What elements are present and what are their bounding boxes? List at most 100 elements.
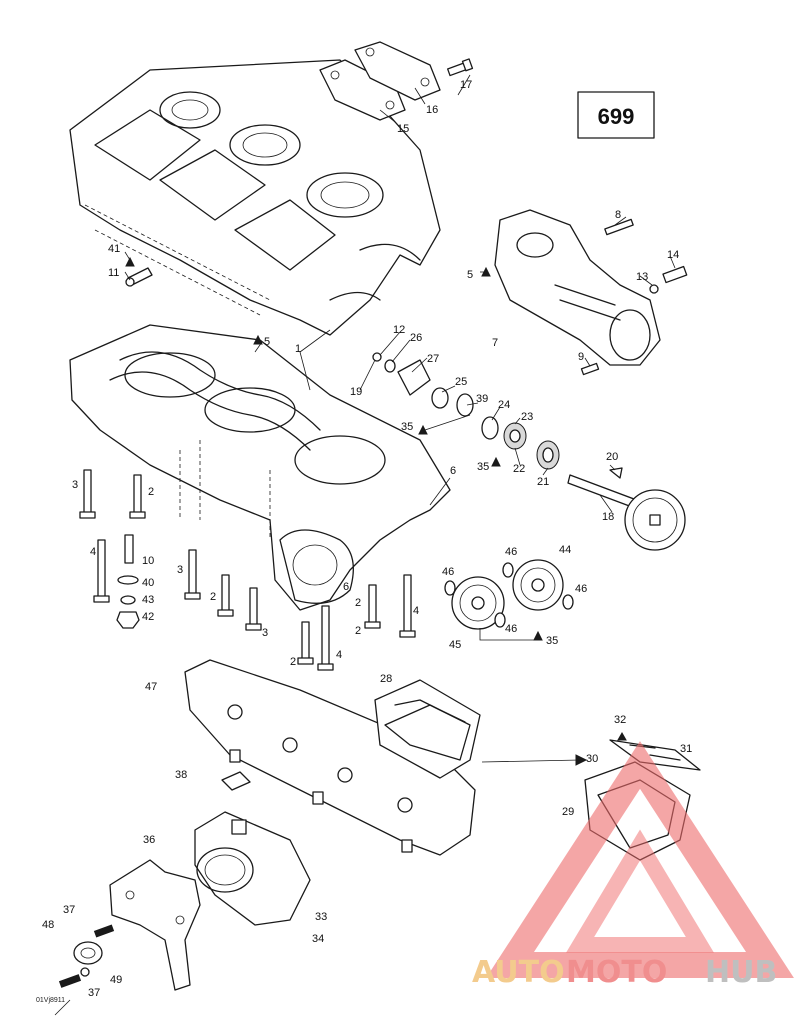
callout-27: 27	[427, 353, 439, 365]
callout-4c: 4	[413, 605, 419, 617]
gear-45	[451, 576, 505, 630]
dowel-9	[580, 362, 600, 376]
callout-13: 13	[636, 271, 648, 283]
callout-41: 41	[108, 243, 120, 255]
callout-20: 20	[606, 451, 618, 463]
watermark-text-hub: HUB	[705, 955, 777, 990]
callout-25: 25	[455, 376, 467, 388]
callout-2a: 2	[148, 486, 154, 498]
callout-48: 48	[42, 919, 54, 931]
page-number: 699	[598, 104, 635, 129]
crankcase-bolts	[79, 469, 416, 671]
callout-49: 49	[110, 974, 122, 986]
callout-38: 38	[175, 769, 187, 781]
callout-2d: 2	[355, 625, 361, 637]
callout-44: 44	[559, 544, 571, 556]
shaft-18	[567, 467, 686, 551]
reference-code: 01Vj8911	[36, 997, 65, 1004]
callout-6a: 6	[450, 465, 456, 477]
callout-34: 34	[312, 933, 324, 945]
callout-40: 40	[142, 577, 154, 589]
plug-35-gear	[533, 630, 543, 641]
callout-37a: 37	[63, 904, 75, 916]
callout-16: 16	[426, 104, 438, 116]
callout-3b: 3	[177, 564, 183, 576]
callout-35b: 35	[477, 461, 489, 473]
callout-28: 28	[380, 673, 392, 685]
callout-4a: 4	[90, 546, 96, 558]
callout-3a: 3	[72, 479, 78, 491]
callout-39: 39	[476, 393, 488, 405]
page-number-box: 699	[577, 91, 655, 139]
callout-21: 21	[537, 476, 549, 488]
reed-block-28	[374, 679, 481, 779]
callout-5b: 5	[467, 269, 473, 281]
watermark-text-auto: AUTO	[472, 955, 565, 990]
bolt-14	[662, 265, 688, 284]
callout-46b: 46	[505, 546, 517, 558]
callout-4b: 4	[336, 649, 342, 661]
intake-adapter-33	[194, 811, 311, 926]
callout-36: 36	[143, 834, 155, 846]
callout-2c: 2	[290, 656, 296, 668]
callout-17: 17	[460, 79, 472, 91]
callout-45: 45	[449, 639, 461, 651]
washer-46b	[502, 562, 514, 578]
callout-10: 10	[142, 555, 154, 567]
callout-37b: 37	[88, 987, 100, 999]
leader-lines	[54, 74, 676, 1016]
intake-manifold	[184, 659, 476, 856]
callouts: 1 2 2 2 2 2 3 3 3 4 4 4 5 5 6 6 7 8 9 10…	[42, 79, 692, 999]
callout-47: 47	[145, 681, 157, 693]
screw-37-upper	[93, 924, 115, 938]
callout-32: 32	[614, 714, 626, 726]
callout-46c: 46	[575, 583, 587, 595]
callout-46a: 46	[442, 566, 454, 578]
callout-26: 26	[410, 332, 422, 344]
nut-49	[80, 967, 90, 977]
upper-crankcase	[69, 59, 441, 336]
callout-14: 14	[667, 249, 679, 261]
callout-35c: 35	[546, 635, 558, 647]
gaskets-top	[319, 41, 441, 121]
plug-5-lower	[253, 334, 263, 345]
washer-46a	[444, 580, 456, 596]
fitting-11	[125, 256, 153, 287]
callout-29: 29	[562, 806, 574, 818]
rotary-shaft-parts	[372, 352, 560, 470]
gear-44	[512, 559, 564, 611]
detail-arrow	[481, 754, 588, 766]
callout-15: 15	[397, 123, 409, 135]
bracket-36	[109, 859, 201, 991]
screw-37-lower	[58, 974, 82, 988]
callout-18: 18	[602, 511, 614, 523]
washer-46c	[562, 594, 574, 610]
bolt-8	[604, 218, 634, 236]
callout-23: 23	[521, 411, 533, 423]
callout-30: 30	[586, 753, 598, 765]
callout-12: 12	[393, 324, 405, 336]
watermark: AUTO MOTO HUB	[472, 741, 794, 990]
callout-43: 43	[142, 594, 154, 606]
callout-2e: 2	[355, 597, 361, 609]
clamp-48	[73, 941, 103, 965]
callout-2b: 2	[210, 591, 216, 603]
callout-1: 1	[295, 343, 301, 355]
callout-22: 22	[513, 463, 525, 475]
washer-13	[649, 284, 659, 294]
callout-6b: 6	[343, 581, 349, 593]
callout-46d: 46	[505, 623, 517, 635]
callout-33: 33	[315, 911, 327, 923]
callout-31: 31	[680, 743, 692, 755]
washer-46d	[494, 612, 506, 628]
lower-crankcase	[69, 324, 451, 611]
callout-3c: 3	[262, 627, 268, 639]
callout-42: 42	[142, 611, 154, 623]
callout-24: 24	[498, 399, 510, 411]
callout-7: 7	[492, 337, 498, 349]
callout-19: 19	[350, 386, 362, 398]
bolt-17	[446, 58, 474, 77]
rotary-valve-cover	[494, 209, 661, 366]
callout-8: 8	[615, 209, 621, 221]
